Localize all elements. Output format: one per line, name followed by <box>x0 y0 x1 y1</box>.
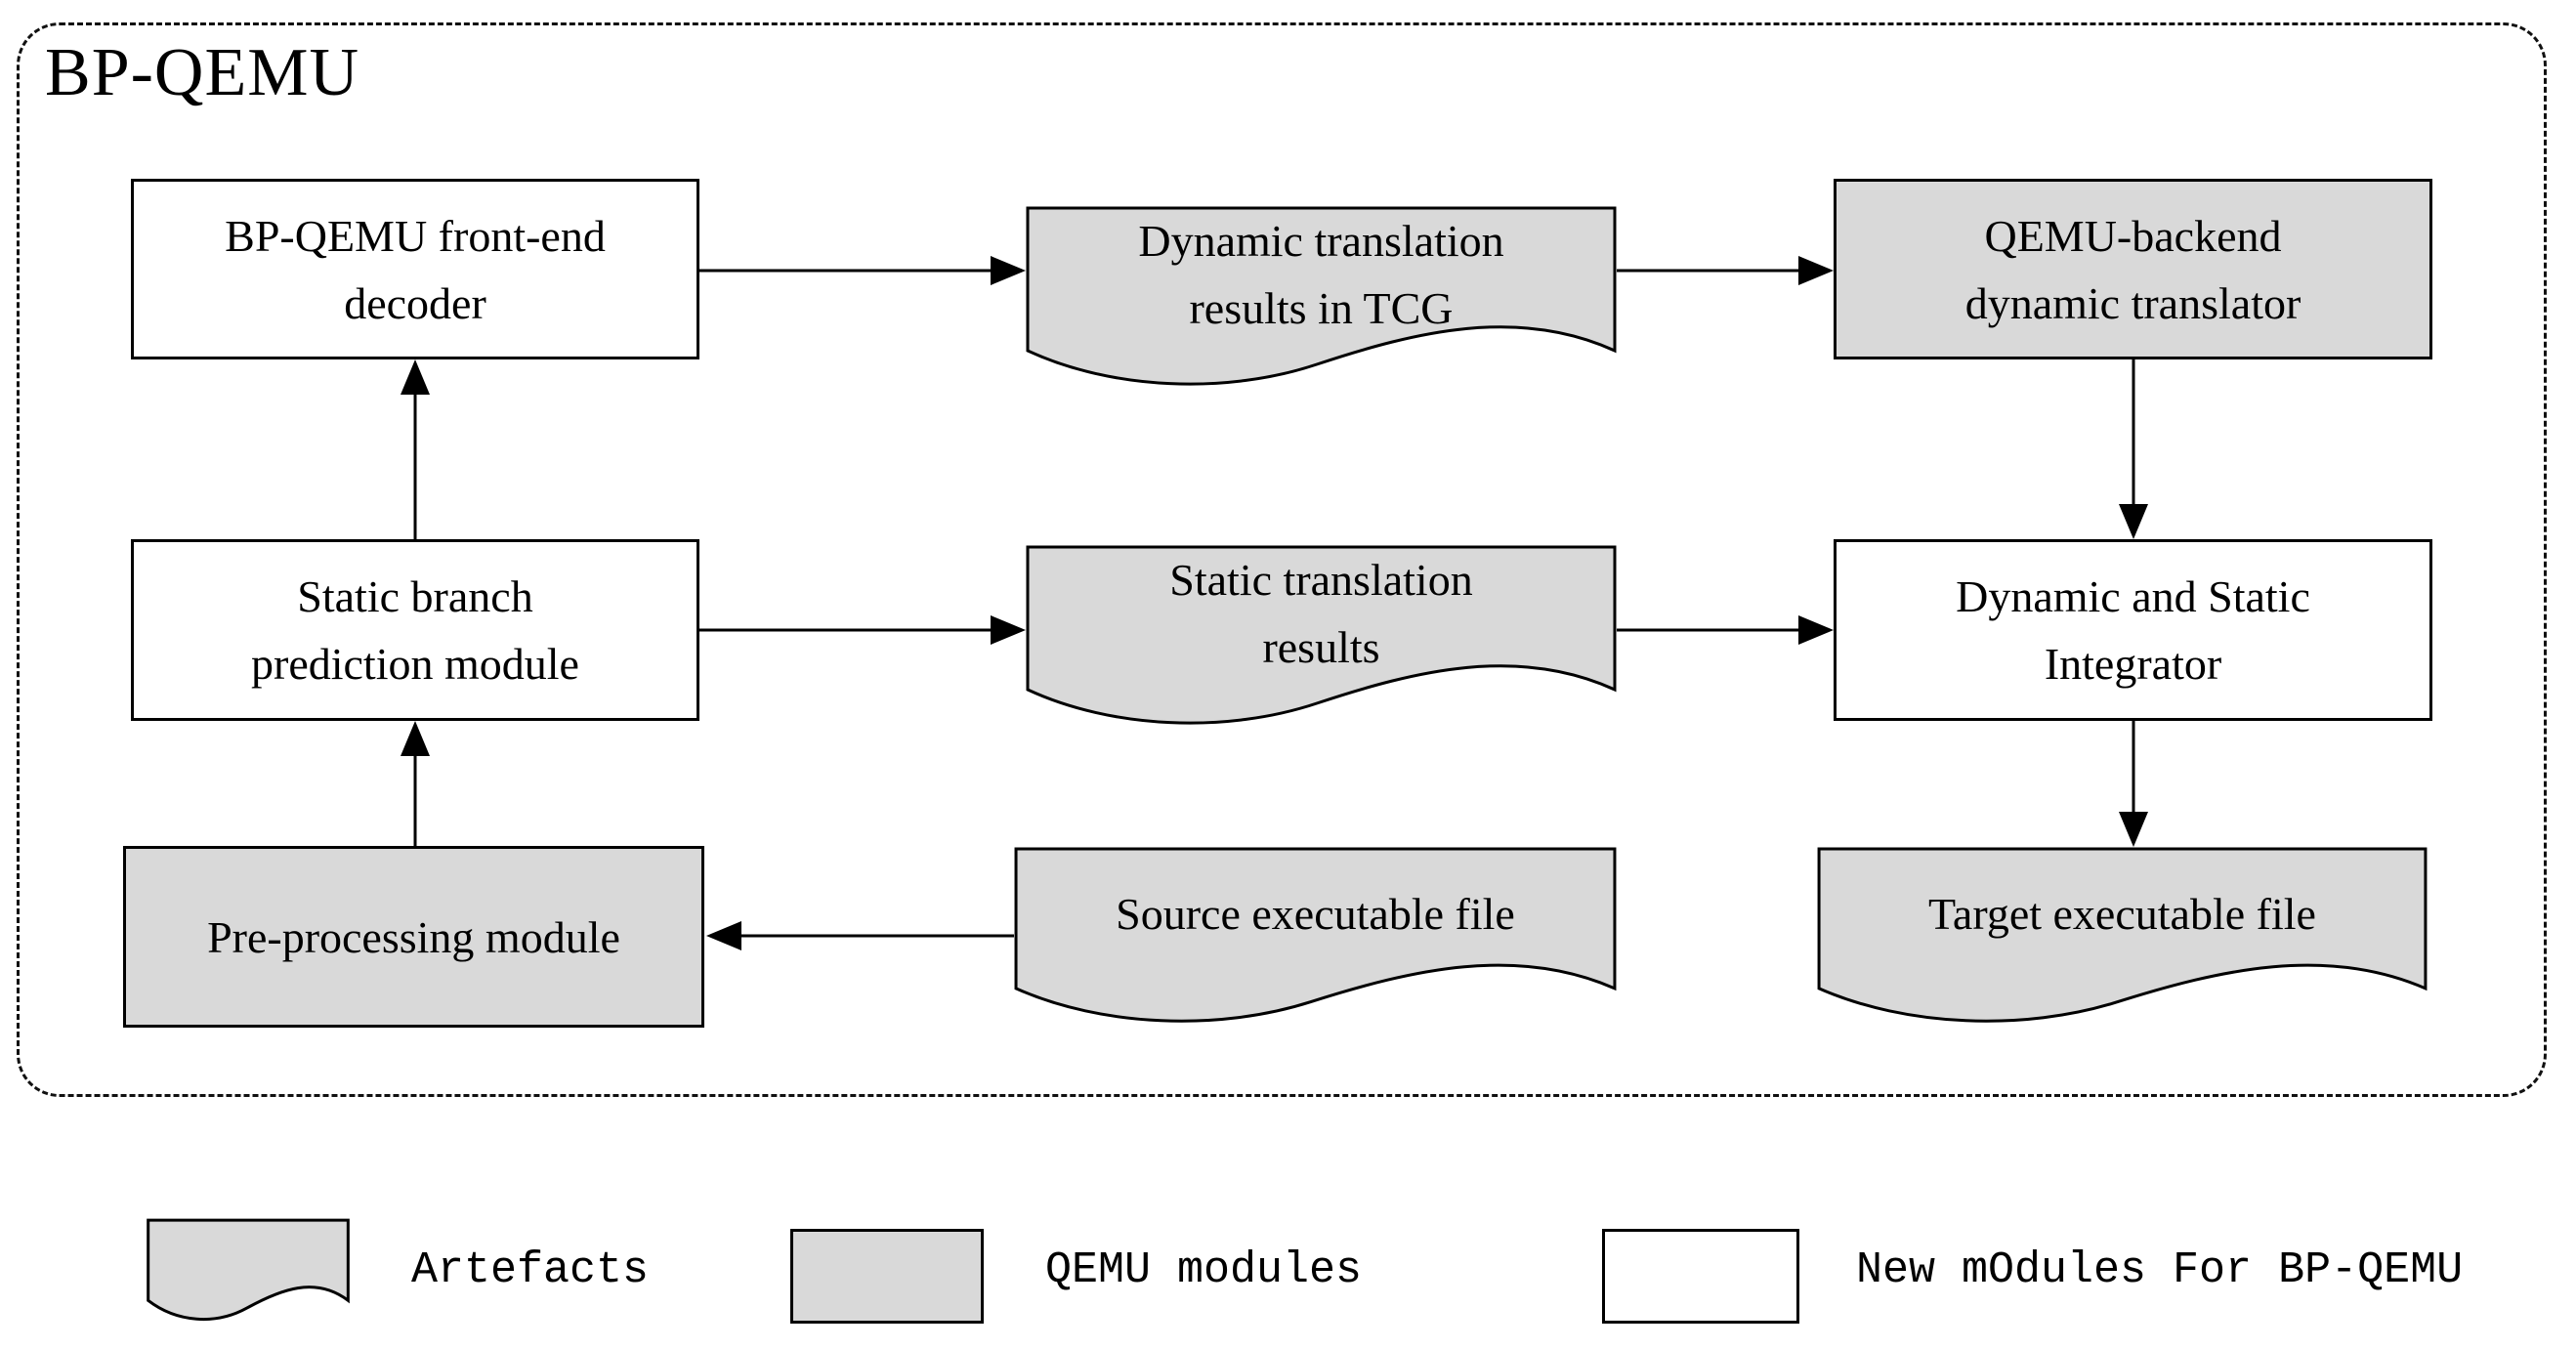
legend-new-module-swatch <box>1602 1229 1799 1324</box>
node-label: Static translation results <box>1169 555 1473 673</box>
diagram-title: BP-QEMU <box>45 35 360 110</box>
arrow-decoder-to-tcg-results <box>699 256 1026 285</box>
node-backend-translator: QEMU-backend dynamic translator <box>1834 179 2432 359</box>
node-label: Dynamic and Static Integrator <box>1956 571 2310 689</box>
document-shape-icon <box>1026 545 1617 731</box>
node-preprocessing: Pre-processing module <box>123 846 704 1028</box>
node-label: Target executable file <box>1928 889 2316 940</box>
arrow-backend-to-integrator <box>2119 359 2148 539</box>
node-label: Static branch prediction module <box>251 571 579 689</box>
document-shape-icon <box>1014 847 1617 1029</box>
arrow-preprocessing-to-branch-prediction <box>401 721 430 846</box>
node-integrator: Dynamic and Static Integrator <box>1834 539 2432 721</box>
node-label: Pre-processing module <box>207 911 620 962</box>
legend-artefacts-label: Artefacts <box>411 1245 650 1295</box>
document-shape-icon <box>1817 847 2428 1029</box>
node-static-results: Static translation results <box>1026 545 1617 731</box>
node-frontend-decoder: BP-QEMU front-end decoder <box>131 179 699 359</box>
arrow-tcg-results-to-backend <box>1617 256 1834 285</box>
document-shape-icon <box>1026 206 1617 392</box>
document-shape-icon <box>148 1219 349 1324</box>
arrow-branch-prediction-to-static-results <box>699 615 1026 645</box>
node-label: Source executable file <box>1116 889 1515 940</box>
node-label: Dynamic translation results in TCG <box>1138 216 1504 334</box>
legend-artefact-shape <box>148 1219 349 1324</box>
node-target-file: Target executable file <box>1817 847 2428 1029</box>
arrow-static-results-to-integrator <box>1617 615 1834 645</box>
arrow-source-file-to-preprocessing <box>706 921 1014 950</box>
node-label: QEMU-backend dynamic translator <box>1964 210 2302 328</box>
bp-qemu-boundary-box <box>17 22 2547 1097</box>
node-source-file: Source executable file <box>1014 847 1617 1029</box>
legend-qemu-module-swatch <box>790 1229 984 1324</box>
node-branch-prediction: Static branch prediction module <box>131 539 699 721</box>
legend-qemu-modules-label: QEMU modules <box>1045 1245 1363 1295</box>
legend-new-modules-label: New mOdules For BP-QEMU <box>1856 1245 2464 1295</box>
node-tcg-results: Dynamic translation results in TCG <box>1026 206 1617 392</box>
arrow-integrator-to-target-file <box>2119 721 2148 847</box>
node-label: BP-QEMU front-end decoder <box>225 210 606 328</box>
arrow-branch-prediction-to-decoder <box>401 359 430 539</box>
